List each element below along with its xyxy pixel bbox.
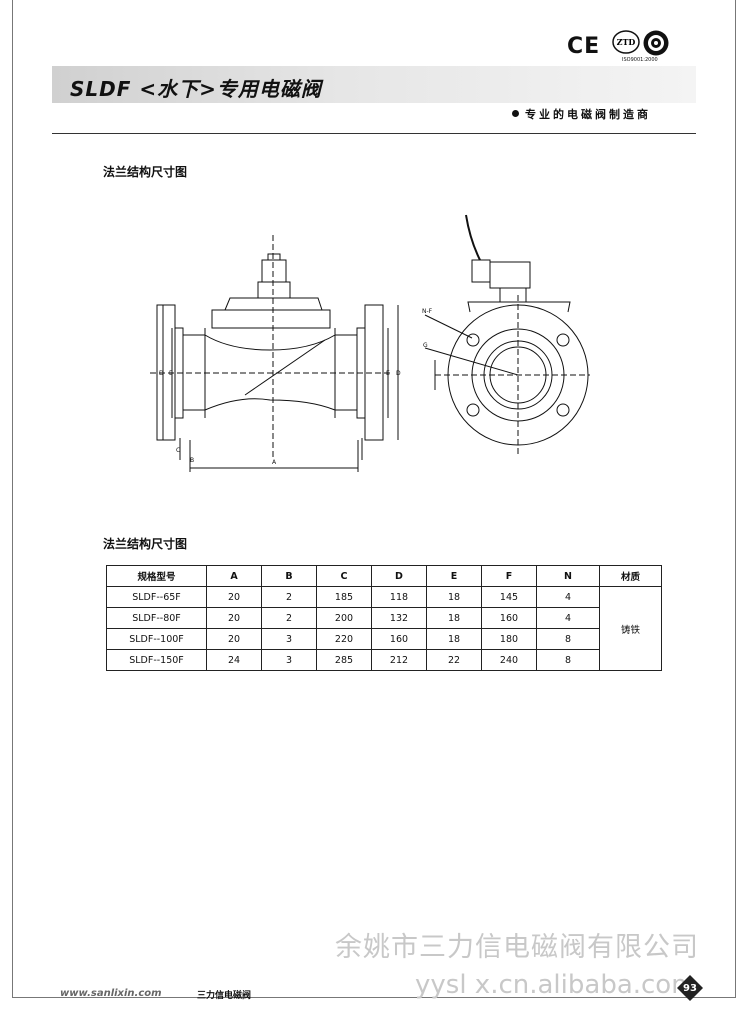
cell-b: 3: [261, 628, 317, 650]
cell-model: SLDF--65F: [106, 586, 207, 608]
cell-f: 145: [481, 586, 537, 608]
tagline: 专业的电磁阀制造商: [512, 106, 651, 122]
header-a: A: [206, 565, 262, 587]
cell-a: 20: [206, 586, 262, 608]
header-f: F: [481, 565, 537, 587]
header-c: C: [316, 565, 372, 587]
cell-e: 18: [426, 607, 482, 629]
cell-model: SLDF--100F: [106, 628, 207, 650]
end-coil: [489, 261, 531, 289]
cell-a: 20: [206, 607, 262, 629]
cell-c: 185: [316, 586, 372, 608]
cell-a: 24: [206, 649, 262, 671]
iso-label: ISO9001:2000: [622, 57, 658, 63]
bolt-hole-2: [556, 333, 570, 347]
cell-n: 4: [536, 586, 600, 608]
cell-b: 2: [261, 586, 317, 608]
cell-a: 20: [206, 628, 262, 650]
title-band: [52, 66, 696, 103]
table-row: SLDF--150F 24 3 285 212 22 240 8: [106, 649, 662, 671]
valve-diagonal: [244, 339, 326, 396]
cell-f: 160: [481, 607, 537, 629]
cell-d: 132: [371, 607, 427, 629]
header-d: D: [371, 565, 427, 587]
cell-d: 118: [371, 586, 427, 608]
coil-top: [267, 253, 281, 261]
header-material: 材质: [599, 565, 662, 587]
cell-d: 160: [371, 628, 427, 650]
label-a: A: [272, 459, 277, 466]
header-model: 规格型号: [106, 565, 207, 587]
bolt-hole-4: [556, 403, 570, 417]
cell-n: 8: [536, 649, 600, 671]
coil-upper: [261, 259, 287, 283]
cell-model: SLDF--80F: [106, 607, 207, 629]
cell-e: 18: [426, 628, 482, 650]
cell-b: 3: [261, 649, 317, 671]
cell-n: 8: [536, 628, 600, 650]
ztd-certification-logo: ZTD: [612, 30, 640, 54]
svg-text:ZTD: ZTD: [617, 37, 636, 47]
gear-certification-icon: [643, 30, 669, 56]
header-b: B: [261, 565, 317, 587]
bolt-hole-1: [466, 333, 480, 347]
cell-e: 22: [426, 649, 482, 671]
title-rule: [52, 133, 696, 134]
cell-material: 铸铁: [599, 586, 662, 671]
label-nf: N-F: [422, 308, 433, 315]
page-badge-icon: [677, 975, 703, 1001]
table-row: SLDF--65F 20 2 185 118 18 145 4 铸铁: [106, 586, 662, 671]
leader-nf: [424, 314, 473, 339]
bonnet-plate: [211, 309, 331, 329]
label-d: D: [159, 370, 164, 377]
valve-dimension-drawing: A B C D E D E N-F G: [150, 214, 590, 472]
cell-model: SLDF--150F: [106, 649, 207, 671]
cell-n: 4: [536, 607, 600, 629]
leader-g: [424, 347, 519, 376]
coil-lower: [257, 281, 291, 299]
footer-url[interactable]: www.sanlixin.com: [60, 988, 162, 999]
table-row: SLDF--80F 20 2 200 132 18 160 4: [106, 607, 662, 629]
cell-c: 285: [316, 649, 372, 671]
cell-b: 2: [261, 607, 317, 629]
cell-c: 200: [316, 607, 372, 629]
bolt-hole-3: [466, 403, 480, 417]
cell-f: 180: [481, 628, 537, 650]
label-e: E: [169, 370, 173, 377]
table-row: SLDF--100F 20 3 220 160 18 180 8: [106, 628, 662, 650]
cell-c: 220: [316, 628, 372, 650]
label-b: B: [190, 457, 194, 464]
label-d-right: D: [396, 370, 401, 377]
header-n: N: [536, 565, 600, 587]
watermark-company: 余姚市三力信电磁阀有限公司: [335, 932, 699, 963]
end-connector: [471, 259, 491, 283]
page-number: 93: [683, 983, 697, 994]
footer-company: 三力信电磁阀: [197, 991, 252, 1001]
label-e-right: E: [386, 370, 390, 377]
end-bonnet: [467, 301, 571, 313]
table-header-row: 规格型号 A B C D E F N 材质: [106, 565, 662, 587]
label-c: C: [176, 447, 180, 454]
bullet-dot: [512, 110, 519, 117]
page-frame: [12, 0, 736, 998]
ce-mark: CE: [567, 34, 601, 59]
cell-e: 18: [426, 586, 482, 608]
table-section-title: 法兰结构尺寸图: [103, 537, 188, 551]
label-g: G: [423, 342, 428, 349]
header-e: E: [426, 565, 482, 587]
end-stem: [499, 287, 527, 303]
drawing-section-title: 法兰结构尺寸图: [103, 165, 188, 179]
page-title: SLDF <水下>专用电磁阀: [70, 77, 322, 101]
cable: [465, 214, 481, 261]
spec-table: 规格型号 A B C D E F N 材质 SLDF--65F 20 2 185…: [106, 565, 662, 671]
watermark-site: yysl x.cn.alibaba.com: [415, 970, 697, 1000]
cell-d: 212: [371, 649, 427, 671]
cell-f: 240: [481, 649, 537, 671]
tagline-text: 专业的电磁阀制造商: [525, 108, 651, 121]
